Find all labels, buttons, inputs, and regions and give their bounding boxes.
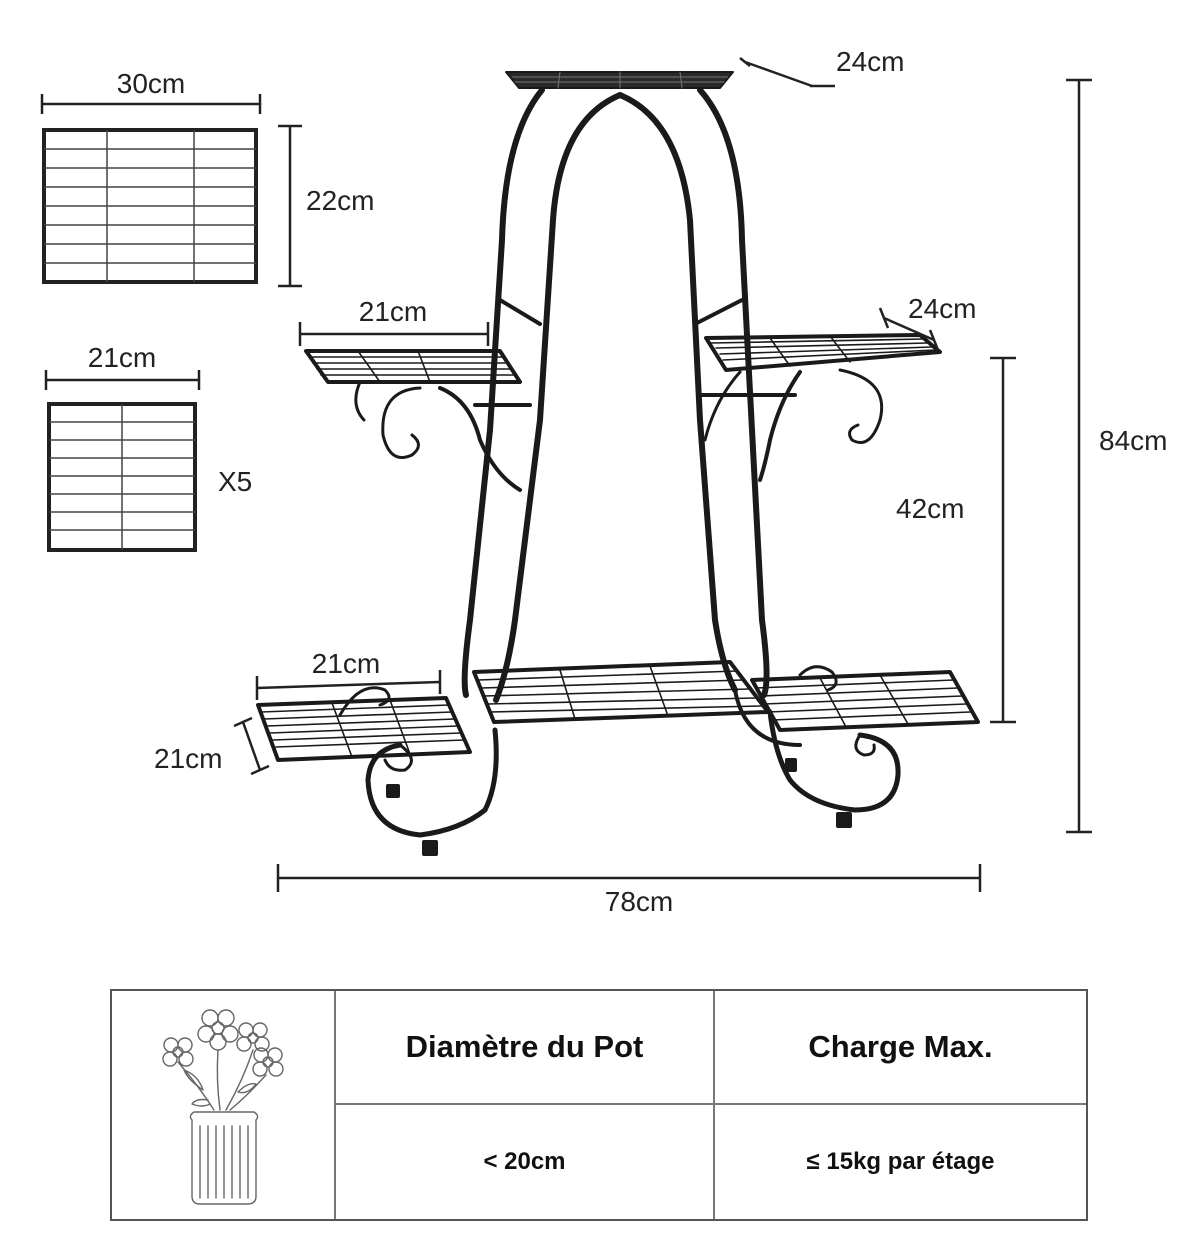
- label-21cm-lower-left: 21cm: [312, 648, 380, 679]
- label-21cm-upper-left: 21cm: [359, 296, 427, 327]
- plant-stand: [256, 71, 980, 856]
- pot-diameter-header: Diamètre du Pot: [405, 1029, 644, 1064]
- max-load-value: ≤ 15kg par étage: [806, 1148, 995, 1175]
- table-divider: [334, 991, 336, 1219]
- small-shelf-detail: 21cm X5: [44, 342, 252, 552]
- label-84cm: 84cm: [1099, 425, 1167, 456]
- label-x5: X5: [218, 466, 252, 497]
- label-24cm-upper-right: 24cm: [908, 293, 976, 324]
- label-22cm: 22cm: [306, 185, 374, 216]
- vase-cell: [112, 991, 334, 1219]
- flower-vase-icon: [162, 1009, 284, 1205]
- stand-dimensions: [233, 57, 1092, 892]
- plant-stand-diagram: 30cm 22cm 21cm X5: [40, 46, 1167, 917]
- label-42cm: 42cm: [896, 493, 964, 524]
- label-21cm-small: 21cm: [88, 342, 156, 373]
- label-21cm-lower-depth: 21cm: [154, 743, 222, 774]
- top-shelf-detail: 30cm 22cm: [40, 68, 374, 288]
- label-78cm: 78cm: [605, 886, 673, 917]
- table-divider: [713, 991, 715, 1219]
- label-24cm-top: 24cm: [836, 46, 904, 77]
- max-load-header: Charge Max.: [808, 1029, 993, 1064]
- spec-table: Diamètre du Pot Charge Max. < 20cm ≤ 15k…: [110, 989, 1088, 1221]
- label-30cm: 30cm: [117, 68, 185, 99]
- table-divider: [334, 1103, 1086, 1105]
- pot-diameter-value: < 20cm: [483, 1148, 566, 1175]
